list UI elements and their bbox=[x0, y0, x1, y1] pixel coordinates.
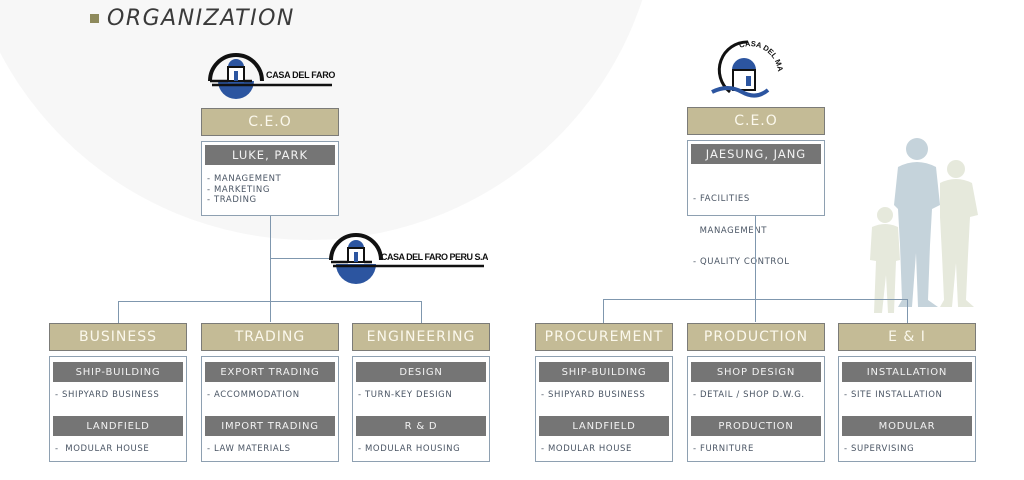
right-ceo-title: C.E.O bbox=[734, 113, 778, 129]
lighthouse-house-icon: CASA DEL FARO PERU S.A.C. bbox=[329, 233, 499, 284]
section-item: - FURNITURE bbox=[693, 444, 754, 454]
left-ceo-title-box: C.E.O bbox=[201, 108, 339, 136]
connector-line bbox=[270, 216, 271, 322]
section-item: - SUPERVISING bbox=[844, 444, 915, 454]
right-ceo-name: JAESUNG, JANG bbox=[691, 144, 821, 164]
page-title: ORGANIZATION bbox=[90, 6, 295, 31]
section-label: LANDFIELD bbox=[539, 416, 669, 436]
department-title-box: PRODUCTION bbox=[687, 323, 825, 351]
connector-line bbox=[421, 301, 422, 323]
section-item: - SHIPYARD BUSINESS bbox=[55, 390, 160, 400]
section-item: - DETAIL / SHOP D.W.G. bbox=[693, 390, 805, 400]
casa-del-faro-logo: CASA DEL FARO bbox=[206, 45, 336, 107]
section-label: PRODUCTION bbox=[691, 416, 821, 436]
connector-line bbox=[118, 301, 119, 323]
left-ceo-title: C.E.O bbox=[248, 114, 292, 130]
section-label: SHIP-BUILDING bbox=[53, 362, 183, 382]
department-title-box: ENGINEERING bbox=[352, 323, 490, 351]
section-item: - MODULAR HOUSE bbox=[55, 444, 150, 454]
department-title: BUSINESS bbox=[79, 329, 157, 345]
department-title: PRODUCTION bbox=[703, 329, 809, 345]
connector-line bbox=[270, 258, 332, 259]
right-ceo-card: JAESUNG, JANG - FACILITIES MANAGEMENT - … bbox=[687, 140, 825, 267]
department-title-box: PROCUREMENT bbox=[535, 323, 673, 351]
section-label: R & D bbox=[356, 416, 486, 436]
connector-line bbox=[755, 216, 756, 322]
section-item: - LAW MATERIALS bbox=[207, 444, 291, 454]
house-wave-icon: CASA DEL MAR bbox=[705, 27, 785, 98]
connector-line bbox=[907, 299, 908, 323]
department-title: ENGINEERING bbox=[366, 329, 476, 345]
sub-logo-text: CASA DEL FARO PERU S.A.C. bbox=[381, 252, 488, 262]
people-silhouette-icon bbox=[870, 138, 978, 313]
connector-line bbox=[603, 299, 604, 323]
section-label: SHOP DESIGN bbox=[691, 362, 821, 382]
department-card: SHIP-BUILDING - SHIPYARD BUSINESS LANDFIEL… bbox=[49, 356, 187, 462]
department-title: E & I bbox=[888, 329, 926, 345]
section-label: SHIP-BUILDING bbox=[539, 362, 669, 382]
right-ceo-title-box: C.E.O bbox=[687, 107, 825, 135]
section-label: IMPORT TRADING bbox=[205, 416, 335, 436]
section-item: - ACCOMMODATION bbox=[207, 390, 300, 400]
section-item: - MODULAR HOUSE bbox=[541, 444, 632, 454]
lighthouse-house-icon: CASA DEL FARO bbox=[208, 53, 336, 99]
department-card: EXPORT TRADING - ACCOMMODATION IMPORT TRAD… bbox=[201, 356, 339, 462]
duty-item: - QUALITY CONTROL bbox=[693, 257, 790, 267]
duty-item: - FACILITIES bbox=[693, 194, 750, 204]
department-title: PROCUREMENT bbox=[544, 329, 664, 345]
section-label: LANDFIELD bbox=[53, 416, 183, 436]
section-item: - SITE INSTALLATION bbox=[844, 390, 943, 400]
left-ceo-card: LUKE, PARK - MANAGEMENT - MARKETING - TR… bbox=[201, 141, 339, 216]
page-title-text: ORGANIZATION bbox=[107, 6, 295, 31]
department-title: TRADING bbox=[234, 329, 306, 345]
duty-item: - TRADING bbox=[207, 195, 257, 205]
connector-line bbox=[118, 301, 422, 302]
casa-del-faro-peru-logo: CASA DEL FARO PERU S.A.C. bbox=[328, 230, 499, 292]
duty-item: MANAGEMENT bbox=[693, 225, 767, 236]
right-ceo-duties: - FACILITIES MANAGEMENT - QUALITY CONTRO… bbox=[693, 173, 790, 289]
duty-item: - MARKETING bbox=[207, 184, 271, 195]
logo-text: CASA DEL FARO bbox=[266, 70, 335, 80]
department-title-box: TRADING bbox=[201, 323, 339, 351]
connector-line bbox=[603, 299, 908, 300]
department-card: INSTALLATION - SITE INSTALLATION MODULAR - … bbox=[838, 356, 976, 462]
title-bullet-icon bbox=[90, 14, 99, 23]
left-ceo-name: LUKE, PARK bbox=[205, 145, 335, 165]
section-label: DESIGN bbox=[356, 362, 486, 382]
section-label: INSTALLATION bbox=[842, 362, 972, 382]
left-ceo-duties: - MANAGEMENT - MARKETING - TRADING bbox=[207, 174, 281, 206]
department-title-box: E & I bbox=[838, 323, 976, 351]
department-card: SHIP-BUILDING - SHIPYARD BUSINESS LANDFIEL… bbox=[535, 356, 673, 462]
section-item: - MODULAR HOUSING bbox=[358, 444, 461, 454]
duty-item: - MANAGEMENT bbox=[207, 174, 282, 184]
section-label: EXPORT TRADING bbox=[205, 362, 335, 382]
department-title-box: BUSINESS bbox=[49, 323, 187, 351]
department-card: DESIGN - TURN-KEY DESIGN R & D - MODULAR HO… bbox=[352, 356, 490, 462]
department-card: SHOP DESIGN - DETAIL / SHOP D.W.G. PRODUCT… bbox=[687, 356, 825, 462]
people-silhouette-illustration bbox=[860, 135, 990, 324]
section-item: - TURN-KEY DESIGN bbox=[358, 390, 453, 400]
section-label: MODULAR bbox=[842, 416, 972, 436]
section-item: - SHIPYARD BUSINESS bbox=[541, 390, 646, 400]
casa-del-mar-logo: CASA DEL MAR bbox=[705, 27, 798, 104]
